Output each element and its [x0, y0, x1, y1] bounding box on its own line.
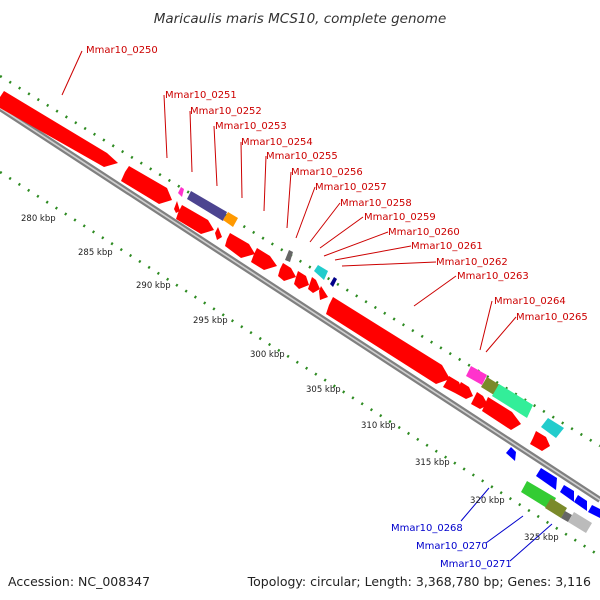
gene-label: Mmar10_0251: [165, 90, 237, 101]
gene-reverse-c: [560, 485, 574, 502]
gene-labels-reverse: Mmar10_0268 Mmar10_0270 Mmar10_0271: [391, 523, 512, 570]
map-title: Maricaulis maris MCS10, complete genome: [154, 11, 447, 27]
gene-mmar10-0256: [223, 212, 238, 227]
gene-mmar10-0271: [568, 512, 592, 533]
topology-text: Topology: circular; Length: 3,368,780 bp…: [247, 574, 591, 589]
accession-text: Accession: NC_008347: [8, 574, 150, 589]
gene-mmar10-0262: [294, 271, 309, 289]
gene-label: Mmar10_0254: [241, 137, 313, 148]
gene-forward-b: [455, 382, 473, 399]
gene-mmar10-0265: [541, 418, 564, 438]
tick-label: 310 kbp: [361, 421, 396, 431]
gene-label: Mmar10_0271: [440, 559, 512, 570]
gene-mmar10-0267: [326, 297, 450, 384]
gene-forward-c: [471, 392, 488, 409]
gene-labels-forward: Mmar10_0250 Mmar10_0251 Mmar10_0252 Mmar…: [86, 45, 588, 323]
reverse-strand-genes: [506, 447, 600, 533]
gene-mmar10-0250: [0, 91, 118, 167]
gene-forward-e: [530, 431, 550, 451]
inner-tick-ring: [0, 170, 600, 558]
gene-mmar10-0263: [308, 277, 320, 293]
tick-label: 285 kbp: [78, 248, 113, 258]
gene-leader-lines: [61, 50, 517, 353]
tick-label: 300 kbp: [250, 350, 285, 360]
gene-label: Mmar10_0259: [364, 212, 436, 223]
gene-label: Mmar10_0268: [391, 523, 463, 534]
gene-label: Mmar10_0255: [266, 151, 338, 162]
gene-mmar10-0264: [314, 265, 328, 280]
gene-olive-2: [545, 498, 567, 518]
gene-label: Mmar10_0265: [516, 312, 588, 323]
gene-label: Mmar10_0256: [291, 167, 363, 178]
gene-mmar10-0252: [178, 187, 184, 197]
gene-mmar10-0258: [225, 233, 255, 258]
tick-label: 290 kbp: [136, 281, 171, 291]
gene-label: Mmar10_0250: [86, 45, 158, 56]
gene-label: Mmar10_0270: [416, 541, 488, 552]
gene-label: Mmar10_0257: [315, 182, 387, 193]
tick-label: 305 kbp: [306, 385, 341, 395]
gene-mmar10-0255: [176, 205, 214, 234]
tick-label: 315 kbp: [415, 458, 450, 468]
gene-label: Mmar10_0258: [340, 198, 412, 209]
gene-mmar10-0254: [187, 191, 227, 221]
gene-forward-d: [482, 397, 521, 430]
gene-reverse-d: [574, 495, 587, 511]
tick-label: 320 kbp: [470, 496, 505, 506]
tick-label: 295 kbp: [193, 316, 228, 326]
gene-mmar10-0260: [285, 250, 293, 262]
gene-label: Mmar10_0261: [411, 241, 483, 252]
gene-reverse-e: [588, 505, 600, 518]
gene-mmar10-0257: [215, 227, 222, 240]
gene-mmar10-0261: [278, 263, 296, 281]
gene-reverse-b: [536, 468, 557, 490]
forward-strand-genes: [0, 91, 564, 451]
gene-label: Mmar10_0253: [215, 121, 287, 132]
gene-label: Mmar10_0262: [436, 257, 508, 268]
gene-mmar10-0265-a: [319, 286, 328, 300]
gene-label: Mmar10_0263: [457, 271, 529, 282]
gene-label: Mmar10_0260: [388, 227, 460, 238]
gene-mmar10-0264-box: [466, 366, 487, 385]
gene-reverse-a: [506, 447, 516, 461]
gene-leader-lines-blue: [460, 487, 553, 562]
gene-mmar10-0253: [174, 201, 180, 213]
gene-aquamarine-1: [492, 384, 533, 418]
outer-tick-ring: [0, 74, 600, 448]
tick-label: 280 kbp: [21, 214, 56, 224]
gene-label: Mmar10_0264: [494, 296, 566, 307]
gene-mmar10-0268: [521, 481, 556, 510]
gene-mmar10-0270: [561, 511, 572, 522]
gene-mmar10-0251: [121, 166, 172, 204]
gene-forward-a: [443, 376, 462, 393]
tick-labels: 280 kbp 285 kbp 290 kbp 295 kbp 300 kbp …: [21, 214, 559, 543]
genome-backbone-highlight: [0, 107, 600, 501]
gene-label: Mmar10_0252: [190, 106, 262, 117]
tick-label: 325 kbp: [524, 533, 559, 543]
gene-mmar10-0266: [330, 277, 337, 287]
gene-mmar10-0259: [251, 248, 277, 270]
